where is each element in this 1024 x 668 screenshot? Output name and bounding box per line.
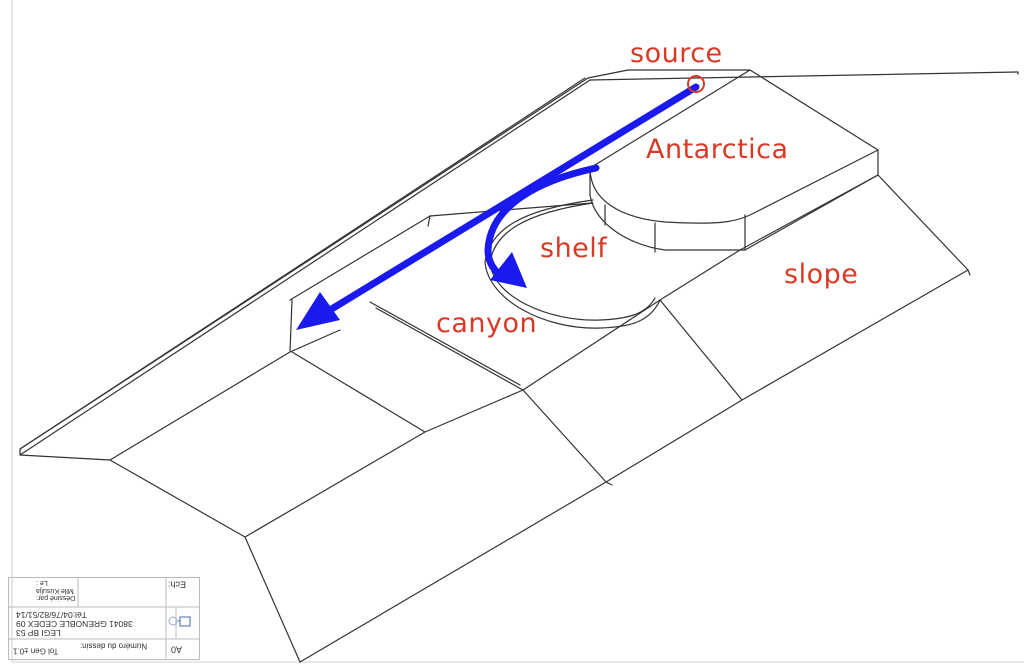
antarctica-side (589, 149, 879, 251)
antarctica-top (589, 69, 879, 224)
label-slope: slope (784, 259, 859, 290)
legi-logo-icon (168, 616, 191, 627)
panel-seam-back-1 (289, 215, 431, 301)
date-label: Le : (36, 579, 48, 587)
shelf-outline (484, 199, 661, 329)
right-slope-corner (967, 269, 971, 276)
address-block: LEGI BP 53 38041 GRENOBLE CEDEX 09 Tél:0… (16, 609, 133, 638)
tank-outline (19, 71, 1019, 663)
title-block-grid (8, 577, 200, 660)
right-slope-bottom (605, 399, 743, 483)
back-rim (19, 69, 751, 450)
label-shelf: shelf (540, 233, 608, 264)
sheet-size: A0 (171, 644, 183, 655)
shelf-front-edge (659, 249, 741, 301)
shelf-outline-inner (489, 202, 656, 321)
canyon-edge-right (369, 301, 521, 386)
main-flow-arrow-shaft (326, 83, 700, 314)
right-slope (659, 174, 969, 401)
address-line-1: LEGI BP 53 (16, 627, 61, 638)
drawn-by-block: Déssiné par: Mlle Kusulja Le : (36, 579, 75, 601)
canyon-edge-left (375, 307, 524, 391)
title-block: Ech: Déssiné par: Mlle Kusulja Le : LEGI… (8, 577, 200, 660)
main-flow-arrowhead (296, 292, 340, 330)
source-marker-icon (687, 75, 705, 93)
tolerance: Tol Gen ±0.1 (13, 646, 59, 656)
scale-label: Ech: (168, 579, 187, 590)
address-line-2: 38041 GRENOBLE CEDEX 09 (16, 618, 133, 629)
label-antarctica: Antarctica (646, 134, 789, 165)
label-canyon: canyon (436, 308, 538, 339)
canyon-flow-arrowhead (490, 252, 527, 288)
lower-panel (299, 299, 661, 663)
panel-seam-1 (291, 351, 426, 433)
drawn-by-label: Déssiné par: (36, 594, 76, 602)
label-source: source (630, 38, 723, 69)
drawing-number-label: Numéro du dessin: (80, 641, 148, 651)
lower-panel-corner (605, 481, 613, 486)
panel-seam-back-3 (427, 215, 431, 227)
address-line-3: Tél:04/76/82/51/14 (16, 609, 87, 620)
canyon-flow-arrow-shaft (484, 164, 600, 279)
flow-arrows (296, 83, 700, 330)
drawn-by-name: Mlle Kusulja (36, 586, 74, 594)
